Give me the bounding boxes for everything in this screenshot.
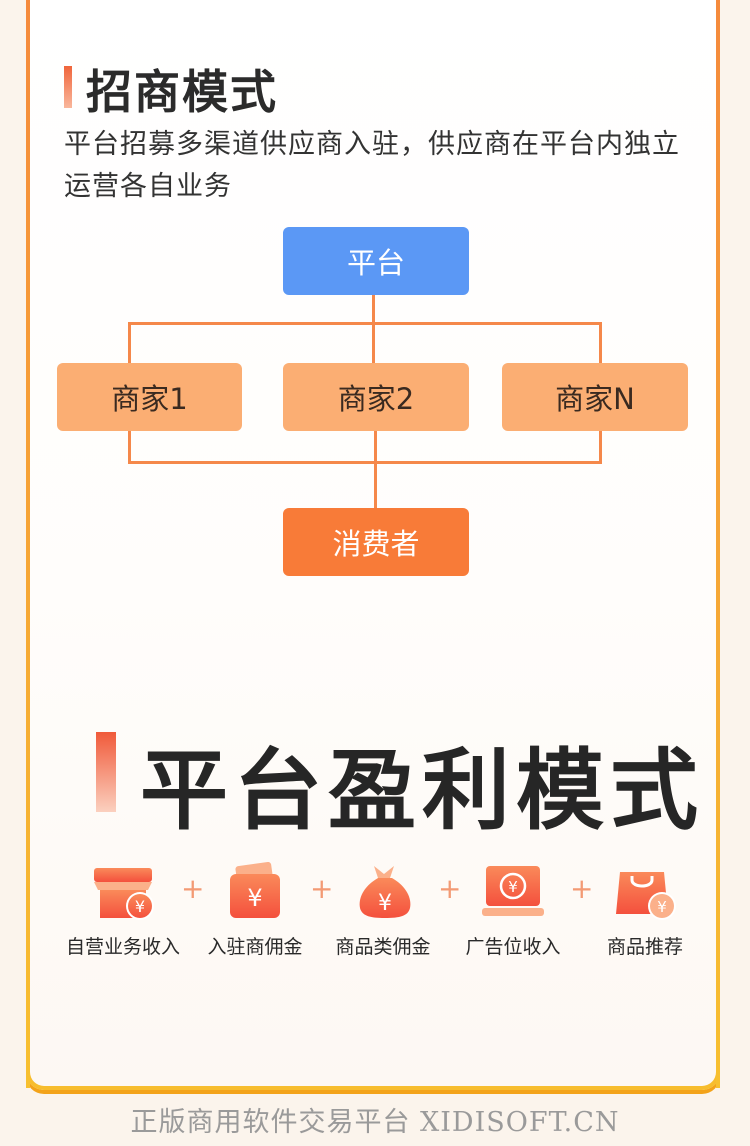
connector-bottom-horizontal <box>128 461 602 464</box>
section-accent-bar <box>64 66 72 108</box>
svg-text:¥: ¥ <box>135 897 145 916</box>
svg-text:¥: ¥ <box>378 891 392 916</box>
connector-bottom-right-rise <box>599 431 602 463</box>
connector-top-left-drop <box>128 322 131 363</box>
merchant-node-1: 商家1 <box>57 363 242 431</box>
section-description: 平台招募多渠道供应商入驻，供应商在平台内独立运营各自业务 <box>64 129 680 202</box>
plus-sign-3: + <box>438 872 462 905</box>
revenue-item-label-3: 商品类佣金 <box>335 936 431 958</box>
svg-text:¥: ¥ <box>508 878 518 896</box>
connector-bottom-left-rise <box>128 431 131 463</box>
plus-sign-4: + <box>570 872 594 905</box>
connector-top-right-drop <box>599 322 602 363</box>
card-right-edge <box>716 0 720 1088</box>
svg-text:¥: ¥ <box>657 898 667 916</box>
svg-text:¥: ¥ <box>247 884 262 912</box>
merchant-node-2: 商家2 <box>283 363 469 431</box>
footer-text: 正版商用软件交易平台 <box>130 1107 411 1138</box>
revenue-item-label-2: 入驻商佣金 <box>207 936 303 958</box>
money-bag-yuan-icon: ¥ <box>359 866 411 918</box>
revenue-item-label-4: 广告位收入 <box>465 936 561 958</box>
card-left-edge <box>26 0 30 1088</box>
platform-node: 平台 <box>283 227 469 295</box>
footer-domain: XIDISOFT.CN <box>420 1107 620 1138</box>
section-title-merchant-mode: 招商模式 <box>86 65 278 119</box>
revenue-item-label-1: 自营业务收入 <box>65 936 180 958</box>
storefront-yuan-icon: ¥ <box>94 868 154 920</box>
connector-merchant2-to-consumer <box>374 431 377 508</box>
plus-sign-1: + <box>181 872 205 905</box>
merchant-node-n: 商家N <box>502 363 688 431</box>
section-title-profit-model: 平台盈利模式 <box>140 739 705 842</box>
laptop-yuan-icon: ¥ <box>482 866 544 916</box>
connector-platform-down <box>372 295 375 363</box>
revenue-item-label-5: 商品推荐 <box>606 936 683 958</box>
section-accent-bar-large <box>96 732 116 812</box>
connector-top-horizontal <box>128 322 602 325</box>
plus-sign-2: + <box>310 872 334 905</box>
footer-watermark: 正版商用软件交易平台 XIDISOFT.CN <box>0 1100 750 1139</box>
consumer-node: 消费者 <box>283 508 469 576</box>
wallet-yuan-icon: ¥ <box>230 862 280 918</box>
shopping-bag-yuan-icon: ¥ <box>616 872 676 920</box>
